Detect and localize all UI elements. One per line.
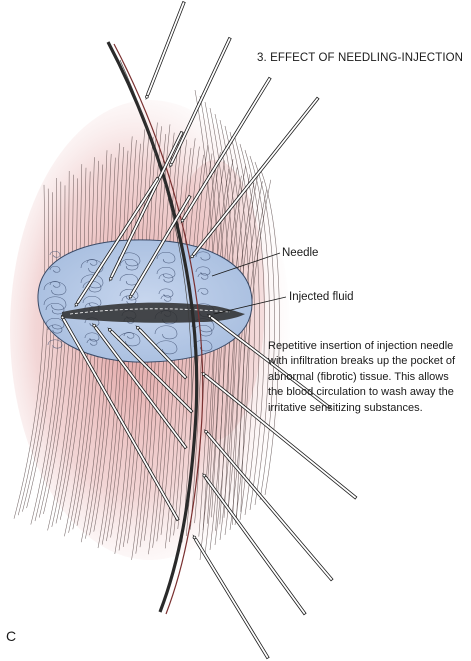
panel-letter: C <box>6 628 17 644</box>
needle-icon <box>60 1 358 660</box>
fibrotic-pocket-icon <box>37 239 253 363</box>
description-text: Repetitive insertion of injection needle… <box>268 340 456 414</box>
needle-label: Needle <box>282 247 319 259</box>
needle-leader-line <box>211 252 281 277</box>
fluid-leader-line <box>213 296 287 315</box>
figure-title: 3. EFFECT OF NEEDLING-INJECTION <box>257 52 464 64</box>
fascia-band <box>106 41 204 615</box>
injected-fluid-label: Injected fluid <box>289 291 354 303</box>
